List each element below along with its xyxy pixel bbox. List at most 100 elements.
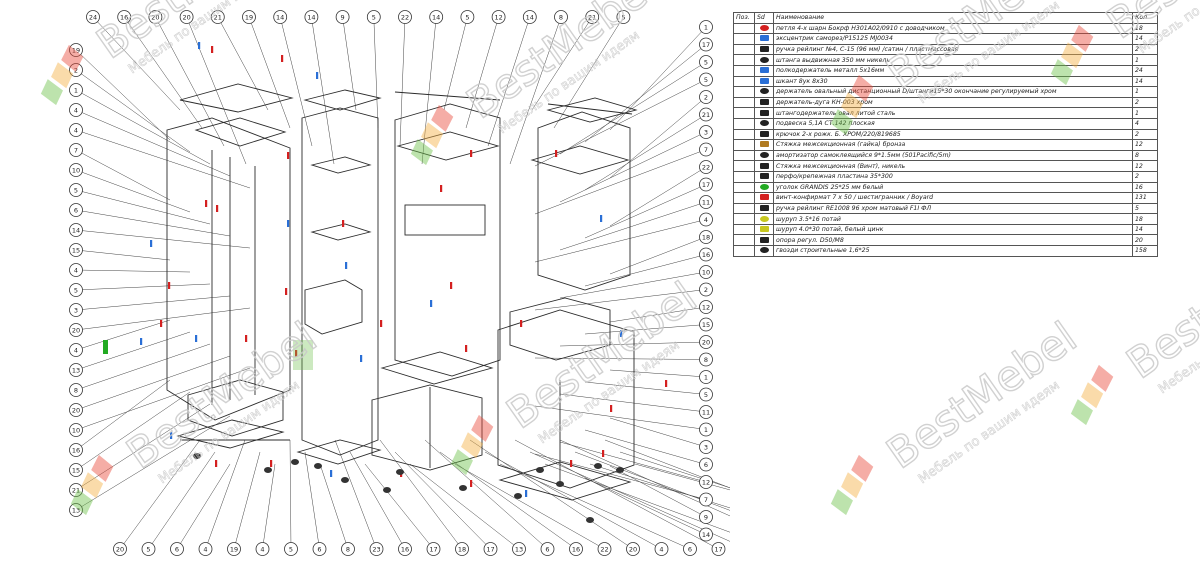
row-name: держатель-дуга КН-003 хром xyxy=(773,96,1133,109)
row-icon-cell xyxy=(754,43,774,56)
row-qty: 5 xyxy=(1132,202,1158,215)
callout-number: 6 xyxy=(175,545,179,553)
leader-line xyxy=(584,429,707,465)
left-drawer xyxy=(187,379,284,437)
callout-bubble: 4 xyxy=(255,542,270,556)
bumper-icon xyxy=(759,152,769,159)
callout-number: 2 xyxy=(704,93,708,101)
leader-line xyxy=(634,463,730,491)
callout-number: 10 xyxy=(72,166,80,174)
leader-line xyxy=(609,166,707,227)
row-icon-cell xyxy=(754,202,774,215)
callout-bubble: 9 xyxy=(699,510,713,524)
callout-bubble: 5 xyxy=(69,283,83,297)
hardware-marker xyxy=(330,470,333,477)
callout-bubble: 2 xyxy=(699,90,713,104)
hardware-marker xyxy=(150,240,153,247)
callout-number: 8 xyxy=(559,13,563,21)
callout-number: 3 xyxy=(74,306,78,314)
hardware-marker xyxy=(215,460,218,467)
leader-line xyxy=(584,114,707,191)
leg-support xyxy=(264,467,272,473)
leader-line xyxy=(75,229,251,249)
row-name: гвозди строительные 1,6*25 xyxy=(773,245,1133,257)
leg-support xyxy=(341,477,349,483)
callout-number: 20 xyxy=(151,13,159,21)
leg-icon xyxy=(759,236,769,243)
callout-bubble: 20 xyxy=(69,403,83,417)
row-name: штангодержатель овал литой сталь xyxy=(773,107,1133,119)
callout-bubble: 21 xyxy=(69,483,83,497)
corner-icon xyxy=(759,183,769,190)
row-icon-cell xyxy=(754,107,774,119)
callout-number: 15 xyxy=(702,321,710,329)
callout-number: 6 xyxy=(74,206,78,214)
callout-bubble: 15 xyxy=(699,317,713,332)
callout-number: 14 xyxy=(432,13,440,21)
row-pos xyxy=(733,170,755,183)
row-icon-cell xyxy=(754,181,774,194)
header-pos: Поз. xyxy=(733,12,755,24)
callout-number: 2 xyxy=(74,66,78,74)
watermark-slogan: Мебель по вашим идеям xyxy=(1156,288,1200,397)
leader-line xyxy=(75,331,191,371)
leader-line xyxy=(311,16,335,165)
hook-bar xyxy=(404,204,486,236)
leader-line xyxy=(75,307,251,331)
hardware-marker xyxy=(345,262,348,269)
row-pos xyxy=(733,33,755,45)
hardware-marker xyxy=(140,338,143,345)
leader-line xyxy=(349,451,406,550)
callout-number: 5 xyxy=(465,13,469,21)
callout-bubble: 24 xyxy=(86,10,100,24)
hardware-marker xyxy=(211,46,214,53)
hardware-marker xyxy=(170,432,173,439)
leader-line xyxy=(584,381,707,395)
table-row: винт-конфирмат 7 х 50 / шестигранник / B… xyxy=(733,192,1158,204)
leg-support xyxy=(314,463,322,469)
hardware-marker xyxy=(342,220,345,227)
callout-number: 18 xyxy=(702,233,710,241)
callout-bubble: 19 xyxy=(227,542,241,556)
right-top xyxy=(546,97,638,123)
callout-number: 12 xyxy=(702,303,710,311)
leader-line xyxy=(75,209,231,237)
callout-number: 18 xyxy=(458,545,466,553)
leader-line xyxy=(262,463,276,550)
watermark-brand: BestMebel xyxy=(878,312,1086,478)
leg-support xyxy=(594,463,602,469)
hardware-marker xyxy=(168,282,171,289)
callout-bubble: 7 xyxy=(69,143,83,157)
callout-bubble: 3 xyxy=(69,303,83,317)
callout-bubble: 1 xyxy=(699,422,713,437)
callout-number: 17 xyxy=(702,41,710,49)
callout-bubble: 16 xyxy=(569,542,583,556)
screw-zinc-icon xyxy=(759,226,769,233)
right-drawer xyxy=(509,297,611,361)
rail-handle-icon xyxy=(759,204,769,211)
callout-number: 8 xyxy=(346,545,350,553)
leader-line xyxy=(584,254,707,287)
row-qty: 8 xyxy=(1132,149,1158,162)
callout-bubble: 19 xyxy=(242,10,256,24)
leader-line xyxy=(421,16,437,165)
callout-bubble: 8 xyxy=(69,383,83,397)
leader-line xyxy=(75,403,211,491)
leader-line xyxy=(75,415,231,511)
leader-line xyxy=(217,16,269,111)
leader-line xyxy=(289,439,292,550)
row-name: перфо/крепежная пластина 35*300 xyxy=(773,170,1133,183)
callout-bubble: 14 xyxy=(429,10,444,24)
header-icon: Ѕd xyxy=(754,12,774,24)
leader-line xyxy=(609,369,707,378)
row-icon-cell xyxy=(754,213,774,225)
callout-bubble: 8 xyxy=(341,542,355,556)
corner-bracket xyxy=(293,340,313,370)
hardware-marker xyxy=(285,288,288,295)
row-name: Стяжка межсекционная (гайка) бронза xyxy=(773,139,1133,151)
table-row: держатель овальный дистанционный D/штанг… xyxy=(733,86,1158,98)
row-qty: 14 xyxy=(1132,75,1158,88)
row-qty: 24 xyxy=(1132,64,1158,77)
